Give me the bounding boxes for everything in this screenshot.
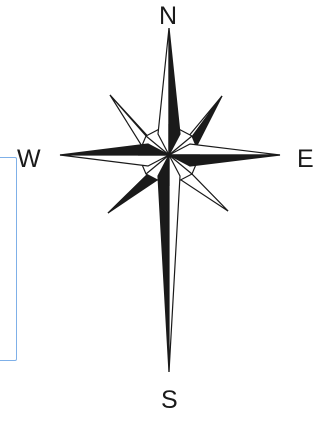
north-label: N [159,4,177,29]
south-label: S [161,388,178,413]
point-south [158,155,180,372]
west-label: W [17,147,41,172]
east-label: E [297,147,314,172]
